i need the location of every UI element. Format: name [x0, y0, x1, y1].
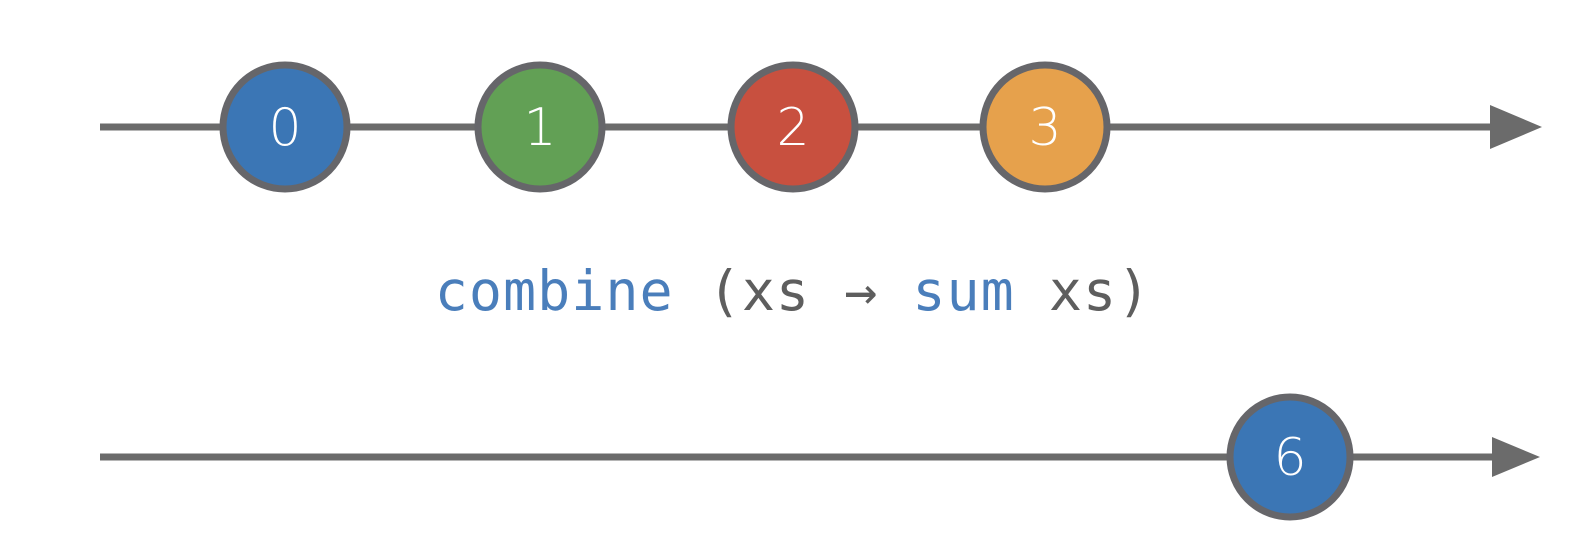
input-marble-circle	[219, 61, 351, 193]
operator-token-3: sum	[878, 259, 1014, 323]
input-marble-group: 0 1 2 3	[219, 61, 1111, 193]
output-timeline-arrow-icon	[1492, 437, 1540, 477]
output-marble-group: 6	[1226, 393, 1354, 521]
operator-expression-text: combine (xs → sum xs)	[435, 259, 1151, 323]
operator-token-1: (xs	[674, 259, 845, 323]
input-marble-circle	[727, 61, 859, 193]
operator-token-0: combine	[435, 259, 674, 323]
input-marble-value: 0	[268, 98, 301, 158]
input-marble-value: 1	[523, 98, 556, 158]
operator-expression: combine (xs → sum xs)	[435, 259, 1151, 323]
input-marble-circle	[979, 61, 1111, 193]
input-marble: 2	[727, 61, 859, 193]
input-marble-value: 2	[776, 98, 809, 158]
input-marble: 3	[979, 61, 1111, 193]
input-marble: 1	[474, 61, 606, 193]
output-marble-value: 6	[1273, 428, 1306, 488]
input-marble: 0	[219, 61, 351, 193]
output-marble: 6	[1226, 393, 1354, 521]
input-timeline-arrow-icon	[1490, 105, 1542, 149]
output-marble-circle	[1226, 393, 1354, 521]
input-marble-circle	[474, 61, 606, 193]
operator-token-2: →	[844, 259, 878, 323]
operator-token-4: xs)	[1015, 259, 1151, 323]
input-timeline: 0 1 2 3	[100, 61, 1542, 193]
input-marble-value: 3	[1028, 98, 1061, 158]
output-timeline: 6	[100, 393, 1540, 521]
